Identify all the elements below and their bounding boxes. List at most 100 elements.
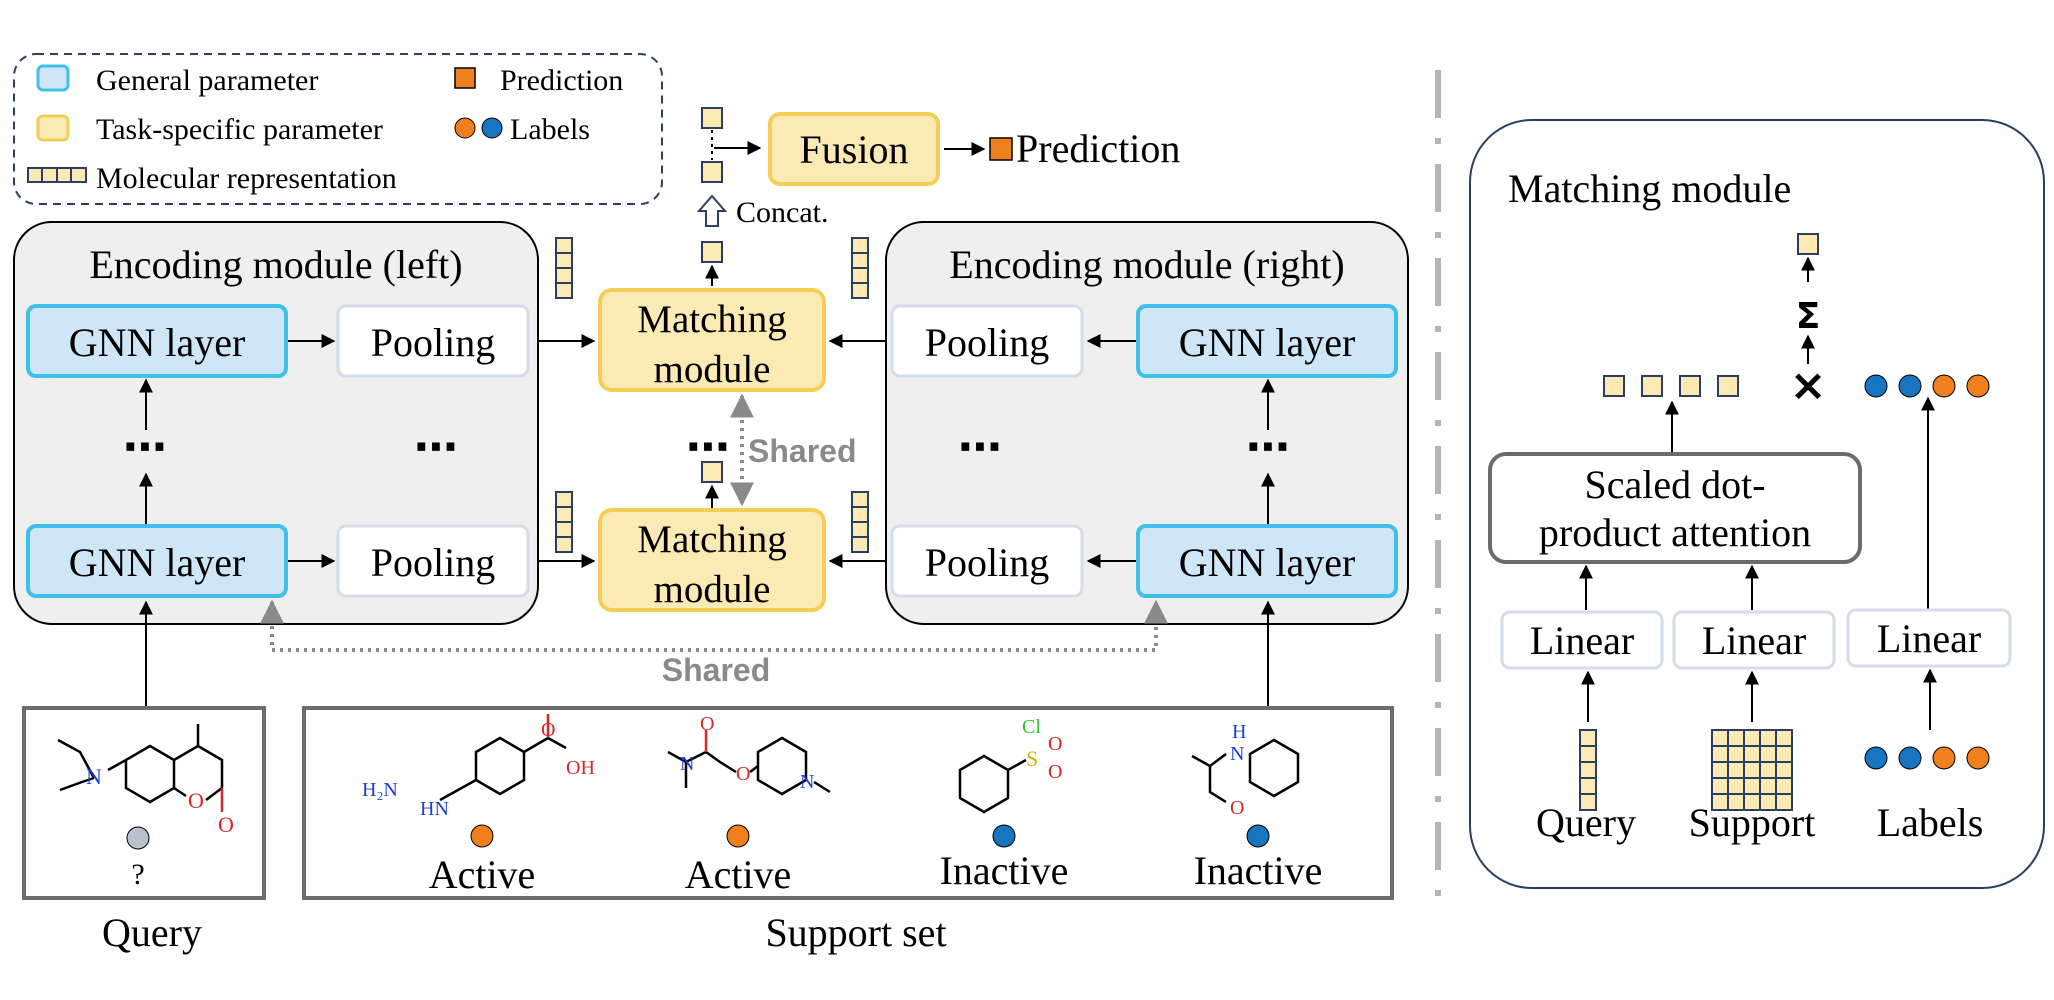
- linear-labels-label: Linear: [1877, 616, 1981, 661]
- panel-query-caption: Query: [1536, 800, 1636, 845]
- general-parameter-swatch: [36, 64, 70, 92]
- right-pooling-bottom-label: Pooling: [925, 540, 1049, 585]
- left-vector-top: [555, 237, 573, 299]
- right-gnn-top-label: GNN layer: [1179, 320, 1356, 365]
- support1-oh-atom: OH: [566, 757, 595, 779]
- legend-frame: [13, 53, 663, 205]
- support2-o-ester-atom: O: [736, 763, 750, 785]
- right-pooling-bottom: [890, 524, 1084, 598]
- right-gnn-layer-top: [1136, 304, 1398, 378]
- support4-label: Inactive: [1194, 848, 1323, 893]
- linear-support-label: Linear: [1702, 618, 1806, 663]
- query-unknown-label-dot: [126, 826, 150, 850]
- panel-input-label-dot-3: [1932, 746, 1956, 770]
- left-pooling-ellipsis: ⋯: [414, 423, 458, 472]
- panel-label-dot-3: [1932, 374, 1956, 398]
- concat-vector-square-bottom: [701, 161, 723, 183]
- shared-gnn-connector: [260, 599, 1168, 652]
- left-pooling-top: [336, 304, 530, 378]
- support3-s-atom: S: [1026, 746, 1038, 771]
- support1-o-atom: O: [541, 719, 555, 741]
- panel-support-caption: Support: [1689, 800, 1816, 845]
- query-caption: Query: [102, 910, 202, 955]
- prediction-output-label: Prediction: [1016, 126, 1180, 171]
- molecular-representation-swatch: [27, 167, 87, 183]
- matching-bottom-line1: Matching: [637, 518, 786, 561]
- scaled-dot-product-attention-box: [1488, 452, 1862, 564]
- support4-label-dot: [1246, 824, 1270, 848]
- right-vector-bottom: [851, 491, 869, 553]
- support4-n-atom: N: [1230, 743, 1244, 765]
- left-gnn-layer-top: [26, 304, 288, 378]
- sum-icon: Σ: [1796, 296, 1821, 337]
- panel-query-vector: [1579, 729, 1597, 811]
- attention-output-square-1: [1603, 375, 1625, 397]
- linear-query-box: [1500, 610, 1664, 670]
- left-gnn-top-label: GNN layer: [69, 320, 246, 365]
- attention-output-square-2: [1641, 375, 1663, 397]
- linear-query-label: Linear: [1530, 618, 1634, 663]
- support3-cl-atom: Cl: [1022, 716, 1041, 738]
- support2-label-dot: [726, 824, 750, 848]
- attention-label-line2: product attention: [1539, 510, 1811, 555]
- multiply-icon: ×: [1790, 360, 1827, 411]
- query-box: N O O ?: [22, 706, 266, 900]
- left-module-title: Encoding module (left): [89, 242, 462, 287]
- right-vector-top: [851, 237, 869, 299]
- support4-o-atom: O: [1230, 797, 1244, 819]
- panel-output-square: [1797, 233, 1819, 255]
- support2-o-atom: O: [700, 713, 714, 735]
- support3-label-dot: [992, 824, 1016, 848]
- attention-output-square-4: [1717, 375, 1739, 397]
- encoding-module-right: Encoding module (right) Pooling GNN laye…: [885, 221, 1409, 625]
- support-molecule-3: [958, 754, 1027, 814]
- matching-module-bottom: Matching module: [598, 508, 826, 612]
- support-set-caption: Support set: [765, 910, 946, 955]
- panel-input-label-dot-2: [1898, 746, 1922, 770]
- linear-labels-box: [1846, 608, 2012, 668]
- right-gnn-ellipsis: ⋯: [1246, 423, 1290, 472]
- right-module-title: Encoding module (right): [949, 242, 1344, 287]
- fusion-section: Fusion Prediction Concat.: [696, 107, 1180, 286]
- concat-arrow-icon: [696, 194, 728, 227]
- support2-ring-n-atom: N: [800, 771, 814, 793]
- shared-label-gnn: Shared: [662, 652, 770, 688]
- support3-label: Inactive: [940, 848, 1069, 893]
- left-vector-bottom: [555, 491, 573, 553]
- panel-label-dot-1: [1864, 374, 1888, 398]
- right-gnn-bottom-label: GNN layer: [1179, 540, 1356, 585]
- support2-label: Active: [685, 852, 792, 897]
- fusion-box: [768, 112, 940, 186]
- concat-vector-square-top: [701, 107, 723, 129]
- prediction-square: [989, 137, 1013, 161]
- panel-label-dot-4: [1966, 374, 1990, 398]
- support4-h-atom: H: [1232, 721, 1246, 743]
- orange-label-swatch: [454, 117, 476, 139]
- right-pooling-ellipsis: ⋯: [958, 423, 1002, 472]
- left-gnn-bottom-label: GNN layer: [69, 540, 246, 585]
- support-molecule-2: [667, 730, 831, 796]
- matching-bottom-output-square: [701, 461, 723, 483]
- panel-support-matrix: [1711, 729, 1793, 811]
- right-pooling-top: [890, 304, 1084, 378]
- query-n-atom: N: [86, 764, 102, 789]
- panel-input-label-dot-1: [1864, 746, 1888, 770]
- panel-label-dot-2: [1898, 374, 1922, 398]
- concat-label: Concat.: [736, 196, 828, 229]
- legend-mol-rep-label: Molecular representation: [96, 162, 397, 195]
- support1-h2n-atom: H₂N: [362, 779, 398, 801]
- query-o-ring-atom: O: [188, 788, 204, 813]
- matching-top-line2: module: [654, 348, 771, 391]
- panel-title: Matching module: [1508, 166, 1791, 211]
- fusion-label: Fusion: [800, 127, 909, 172]
- query-question-mark: ?: [131, 858, 144, 891]
- left-gnn-layer-bottom: [26, 524, 288, 598]
- blue-label-swatch: [481, 117, 503, 139]
- left-pooling-bottom-label: Pooling: [371, 540, 495, 585]
- support1-label: Active: [429, 852, 536, 897]
- right-pooling-top-label: Pooling: [925, 320, 1049, 365]
- left-pooling-bottom: [336, 524, 530, 598]
- panel-input-label-dot-4: [1966, 746, 1990, 770]
- legend-general-label: General parameter: [96, 64, 318, 97]
